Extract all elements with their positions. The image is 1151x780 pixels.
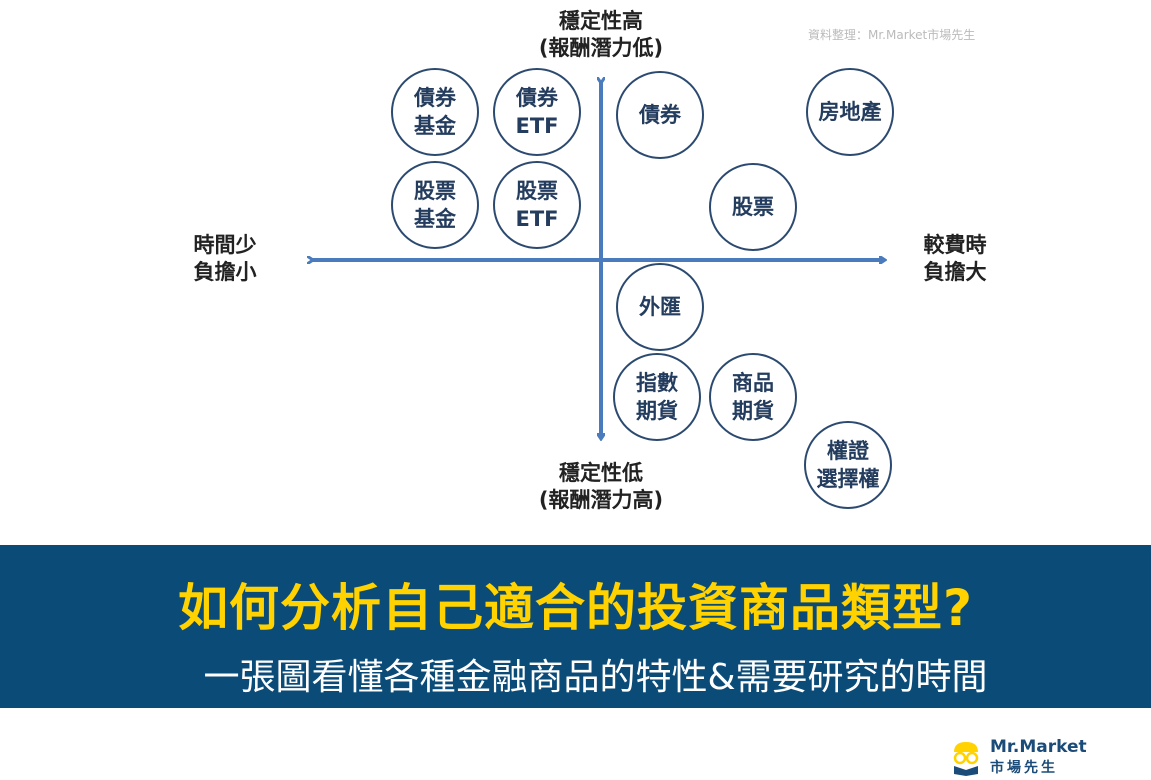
item-forex: 外匯 <box>616 263 704 351</box>
logo-name: Mr.Market <box>990 737 1087 757</box>
source-note: 資料整理：Mr.Market市場先生 <box>808 28 976 42</box>
mascot-icon <box>953 741 979 776</box>
item-index-futures: 指數 期貨 <box>613 353 701 441</box>
axes <box>0 0 1151 545</box>
item-stock-etf: 股票 ETF <box>493 161 581 249</box>
axis-label-bottom: 穩定性低(報酬潛力高) <box>538 461 664 512</box>
item-bond: 債券 <box>616 71 704 159</box>
item-commodity-futures: 商品 期貨 <box>709 353 797 441</box>
axis-label-right: 較費時負擔大 <box>923 233 987 284</box>
item-stock-fund: 股票 基金 <box>391 161 479 249</box>
axis-label-top: 穩定性高(報酬潛力低) <box>538 9 664 60</box>
banner-subtitle: 一張圖看懂各種金融商品的特性&需要研究的時間 <box>203 657 988 698</box>
title-banner <box>0 545 1151 708</box>
brand-logo: Mr.Market 市場先生 <box>950 738 1087 777</box>
axis-label-left: 時間少負擔小 <box>193 233 257 284</box>
item-bond-etf: 債券 ETF <box>493 68 581 156</box>
item-bond-fund: 債券 基金 <box>391 68 479 156</box>
item-real-estate: 房地產 <box>806 68 894 156</box>
banner-title: 如何分析自己適合的投資商品類型? <box>177 579 973 637</box>
item-stock: 股票 <box>709 163 797 251</box>
logo-name-zh: 市場先生 <box>990 760 1058 776</box>
item-warrants-options: 權證 選擇權 <box>804 421 892 509</box>
